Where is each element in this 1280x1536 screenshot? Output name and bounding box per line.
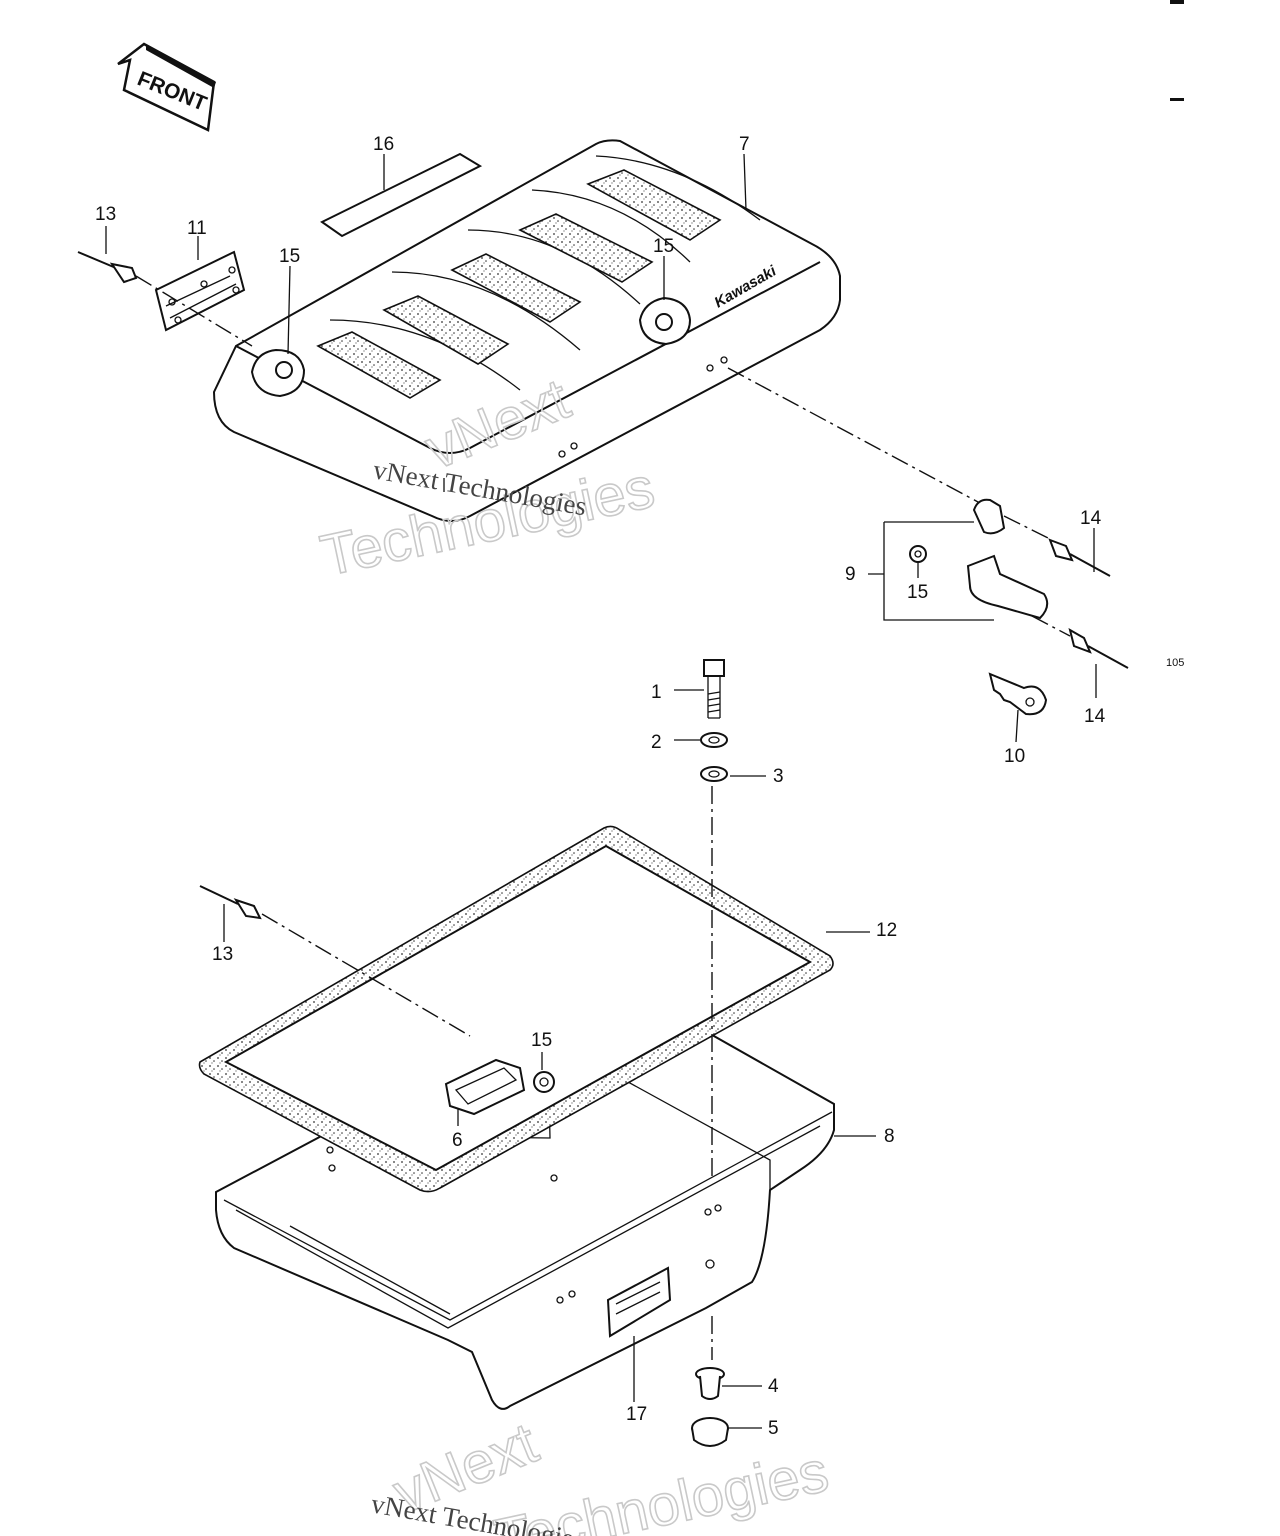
rivet-part-14-lower: [1068, 627, 1129, 669]
callout-15-lid-left: 15: [279, 246, 300, 267]
callout-7: 7: [739, 134, 750, 155]
front-arrow: FRONT: [117, 42, 216, 132]
key-part-10: [988, 672, 1048, 716]
bolt-part-1: [703, 659, 725, 719]
washer-part-15-lock: [909, 545, 927, 563]
callout-9: 9: [845, 564, 856, 585]
callout-14-lower: 14: [1084, 706, 1106, 727]
callout-16: 16: [373, 134, 394, 155]
lid-part-7: Kawasaki: [212, 139, 841, 522]
leader-lines: [105, 153, 1097, 1429]
callout-13-lower: 13: [212, 944, 233, 965]
cap-part-5: [691, 1417, 729, 1447]
washer-part-15-left: [250, 348, 306, 398]
corner-code: 105: [1166, 657, 1184, 669]
washer-part-2: [700, 732, 728, 748]
callout-6: 6: [452, 1130, 463, 1151]
edge-mark: [1170, 98, 1184, 101]
callout-2: 2: [651, 732, 662, 753]
washer-part-15-case: [533, 1071, 555, 1093]
watermark-bottom: vNext Technologies vNext Technologies: [369, 1409, 835, 1536]
callout-1: 1: [651, 682, 662, 703]
rivet-part-14-upper: [1048, 538, 1111, 577]
callout-3: 3: [773, 766, 784, 787]
callout-8: 8: [884, 1126, 895, 1147]
callout-15-lid-right: 15: [653, 236, 674, 257]
callout-15-lock: 15: [907, 582, 928, 603]
callout-4: 4: [768, 1376, 779, 1397]
callout-13-upper: 13: [95, 204, 116, 225]
lock-assembly-part-9: [868, 498, 1071, 637]
handle-part-6: [444, 1058, 526, 1116]
callout-11: 11: [187, 218, 207, 239]
gasket-part-12: [198, 825, 834, 1193]
grommet-part-4: [695, 1367, 725, 1400]
washer-part-3: [700, 766, 728, 782]
rivet-part-13-lower: [199, 885, 262, 920]
callout-15-case: 15: [531, 1030, 552, 1051]
callout-17: 17: [626, 1404, 647, 1425]
callout-14-upper: 14: [1080, 508, 1102, 529]
hinge-part-11: [154, 250, 246, 332]
callout-10: 10: [1004, 746, 1025, 767]
callout-12: 12: [876, 920, 897, 941]
rivet-part-13-upper: [77, 251, 138, 284]
washer-part-15-right: [638, 296, 692, 346]
callout-5: 5: [768, 1418, 779, 1439]
edge-mark-top: [1170, 0, 1184, 4]
decal-part-16: [320, 152, 483, 238]
